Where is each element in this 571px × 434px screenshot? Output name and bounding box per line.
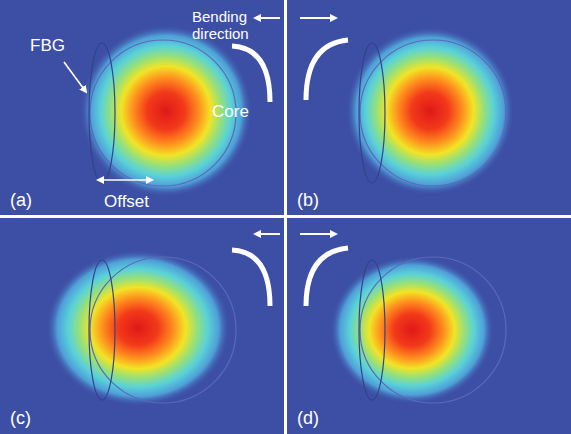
panel-b <box>287 0 571 215</box>
fbg-outline <box>359 43 385 183</box>
mode-field <box>46 250 230 406</box>
bending-label: Bending direction <box>192 8 254 43</box>
core-outline <box>90 257 236 403</box>
bend-curve <box>306 248 348 306</box>
bend-arrow <box>255 17 280 19</box>
part-label: Core <box>212 102 272 122</box>
fbg-outline <box>89 260 115 400</box>
panel-a <box>0 0 284 215</box>
bend-arrow <box>300 233 336 235</box>
bend-curve <box>232 250 270 306</box>
panel-label: (d) <box>297 408 337 429</box>
bend-arrow <box>300 17 336 19</box>
leader-line <box>64 62 86 92</box>
dimension-label: Offset <box>104 192 174 212</box>
panel-label: (b) <box>297 190 337 211</box>
panel-d <box>287 218 571 434</box>
panel-c <box>0 218 284 434</box>
fbg-outline <box>89 43 115 183</box>
panel-label: (c) <box>10 408 50 429</box>
bend-curve <box>232 46 270 102</box>
fbg-outline <box>359 260 385 400</box>
core-outline <box>360 40 506 186</box>
offset-arrow <box>102 179 152 181</box>
core-outline <box>360 257 506 403</box>
panel-label: (a) <box>10 190 50 211</box>
bend-arrow <box>255 233 280 235</box>
part-label: FBG <box>30 36 90 56</box>
bend-curve <box>306 40 348 100</box>
mode-field <box>330 256 494 404</box>
mode-field <box>346 27 514 195</box>
